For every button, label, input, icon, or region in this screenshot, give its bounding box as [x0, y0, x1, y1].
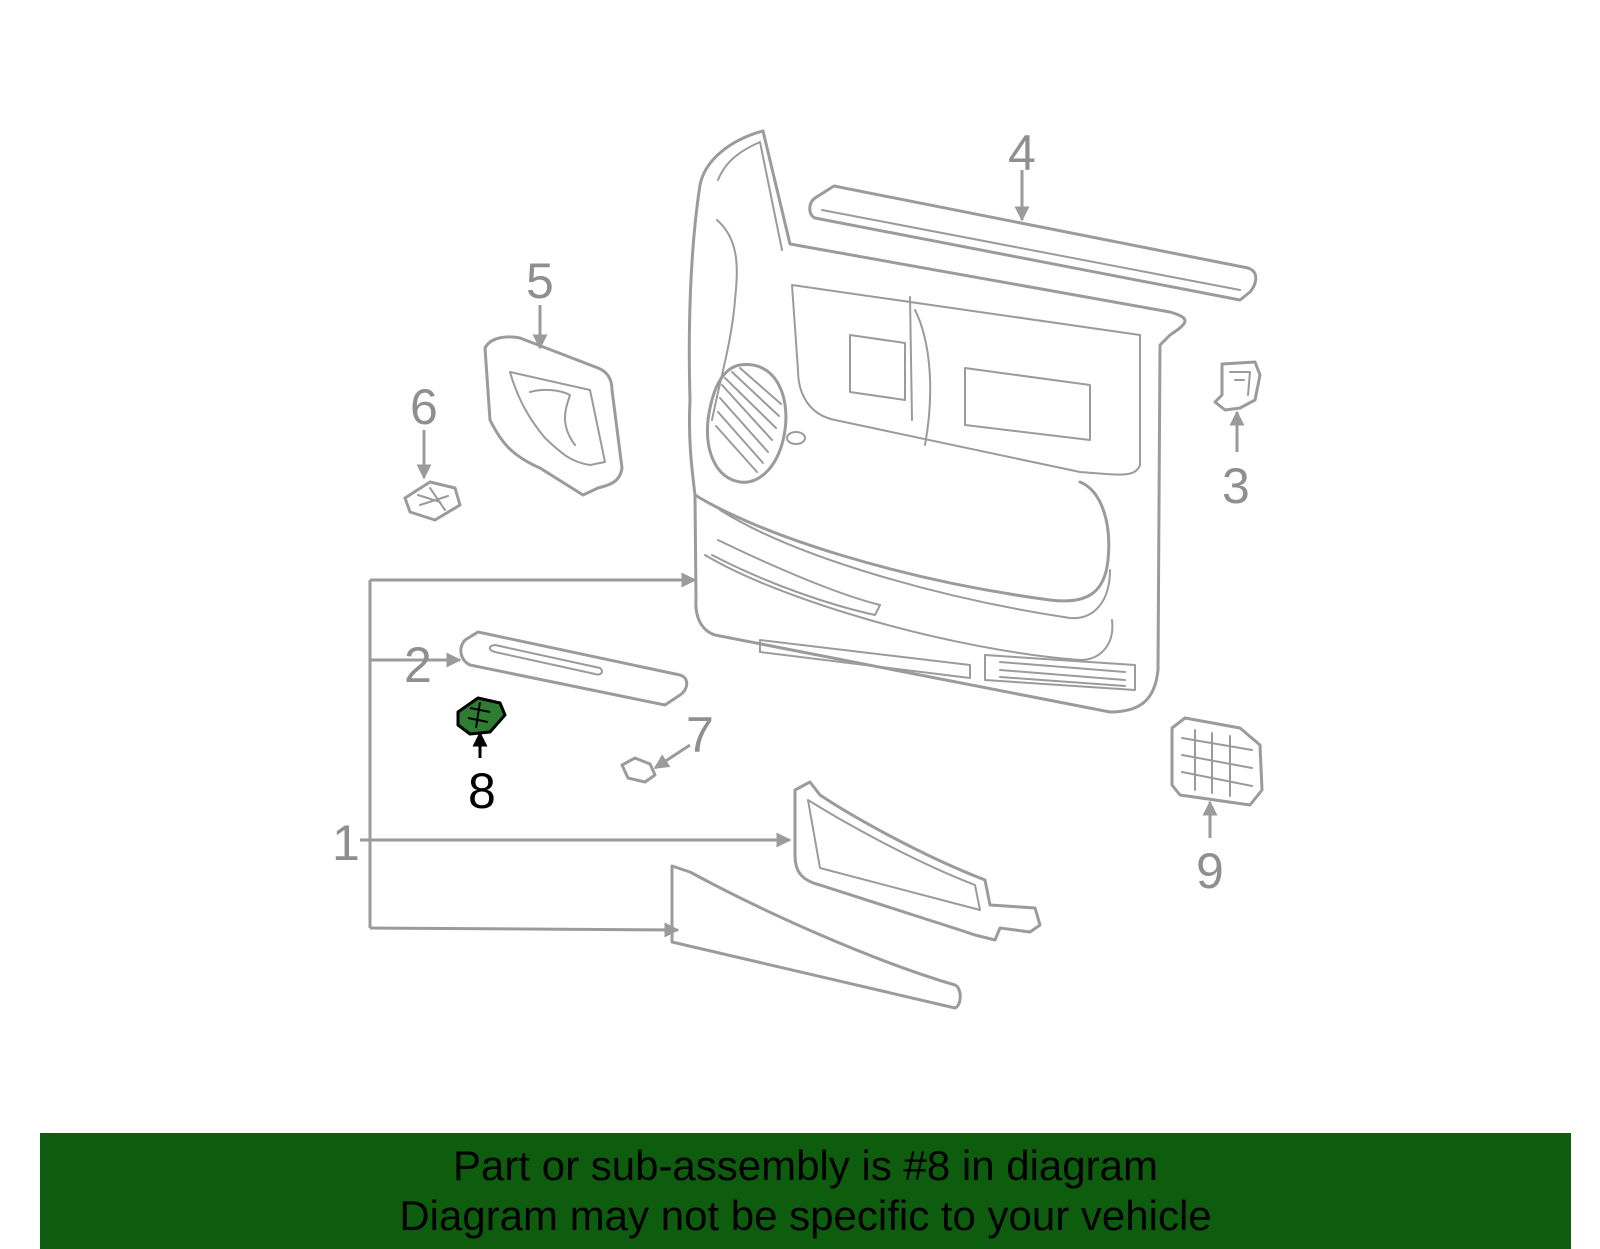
callout-6: 6 — [410, 379, 438, 435]
callout-2: 2 — [404, 637, 432, 693]
pull-handle — [459, 630, 689, 707]
info-banner: Part or sub-assembly is #8 in diagram Di… — [40, 1133, 1571, 1249]
parts-diagram: 4 5 6 3 2 7 8 1 9 — [332, 125, 1264, 1010]
callout-4: 4 — [1008, 125, 1036, 181]
clip-6 — [403, 480, 462, 522]
callout-1: 1 — [332, 815, 360, 871]
lower-trim-strip — [670, 864, 962, 1010]
switch-8-highlighted — [456, 696, 507, 736]
callout-8: 8 — [468, 763, 496, 819]
bracket-3 — [1213, 360, 1262, 412]
door-trim-panel — [687, 129, 1187, 714]
callout-7: 7 — [686, 707, 714, 763]
callout-labels: 4 5 6 3 2 7 8 1 9 — [332, 125, 1250, 899]
leader-lines — [360, 170, 1245, 938]
banner-line-1: Part or sub-assembly is #8 in diagram — [453, 1142, 1158, 1189]
grille-9 — [1170, 716, 1264, 807]
clip-7 — [620, 756, 657, 784]
callout-5: 5 — [526, 253, 554, 309]
banner-line-2: Diagram may not be specific to your vehi… — [399, 1192, 1212, 1239]
callout-9: 9 — [1196, 843, 1224, 899]
map-pocket — [793, 780, 1042, 942]
belt-weatherstrip — [808, 184, 1258, 302]
speaker-grille — [705, 363, 806, 484]
handle-bezel — [483, 335, 624, 497]
callout-3: 3 — [1222, 458, 1250, 514]
